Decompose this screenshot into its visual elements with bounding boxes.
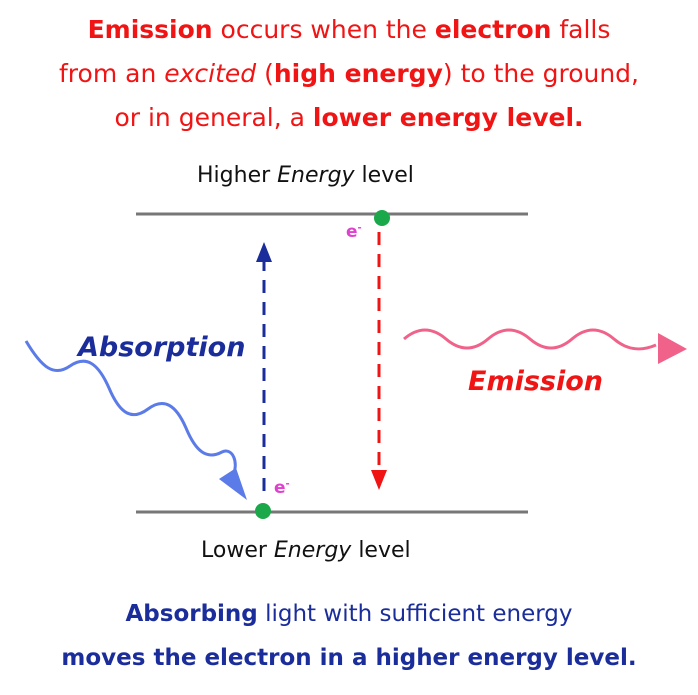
text: level xyxy=(354,163,414,188)
emission-arrowhead-icon xyxy=(371,470,387,490)
text: or in general, a xyxy=(114,103,313,132)
term-high-energy: high energy xyxy=(273,59,443,88)
text: from an xyxy=(59,59,165,88)
text: e xyxy=(346,222,358,242)
term-excited: excited xyxy=(164,59,257,88)
emission-wave-icon xyxy=(403,328,657,351)
top-caption-line-1: Emission occurs when the electron falls xyxy=(0,8,698,52)
electron-dot-low xyxy=(255,503,271,519)
top-caption: Emission occurs when the electron falls … xyxy=(0,8,698,140)
bottom-caption: Absorbing light with sufficient energy m… xyxy=(0,592,698,680)
term-electron: electron xyxy=(434,15,552,44)
term-lower-energy-level: lower energy level. xyxy=(312,103,584,132)
bottom-caption-line-2: moves the electron in a higher energy le… xyxy=(0,636,698,680)
absorption-wave-icon xyxy=(24,340,237,479)
term-moves-electron: moves the electron in a higher energy le… xyxy=(61,645,637,671)
text: e xyxy=(274,478,286,498)
emission-wave-arrowhead-icon xyxy=(658,333,687,364)
bottom-caption-line-1: Absorbing light with sufficient energy xyxy=(0,592,698,636)
electron-label-low: e- xyxy=(274,478,290,498)
term-emission: Emission xyxy=(87,15,213,44)
text: Lower xyxy=(201,538,274,563)
text: - xyxy=(357,222,362,234)
text: light with sufficient energy xyxy=(257,601,573,627)
top-caption-line-2: from an excited (high energy) to the gro… xyxy=(0,52,698,96)
text: - xyxy=(285,478,290,490)
electron-dot-high xyxy=(374,210,390,226)
text: occurs when the xyxy=(212,15,435,44)
text: level xyxy=(351,538,411,563)
term-absorbing: Absorbing xyxy=(125,601,258,627)
absorption-arrowhead-icon xyxy=(256,242,272,262)
text: Higher xyxy=(197,163,278,188)
higher-energy-level-label: Higher Energy level xyxy=(197,163,414,188)
text-italic: Energy xyxy=(277,163,355,188)
absorption-wave-arrowhead-icon xyxy=(219,468,247,500)
text: ) to the ground, xyxy=(442,59,639,88)
top-caption-line-3: or in general, a lower energy level. xyxy=(0,96,698,140)
emission-label: Emission xyxy=(468,366,603,397)
text: ( xyxy=(256,59,274,88)
text: falls xyxy=(551,15,611,44)
text-italic: Energy xyxy=(273,538,352,563)
electron-label-high: e- xyxy=(346,222,362,242)
lower-energy-level-label: Lower Energy level xyxy=(201,538,411,563)
absorption-label: Absorption xyxy=(78,332,246,363)
